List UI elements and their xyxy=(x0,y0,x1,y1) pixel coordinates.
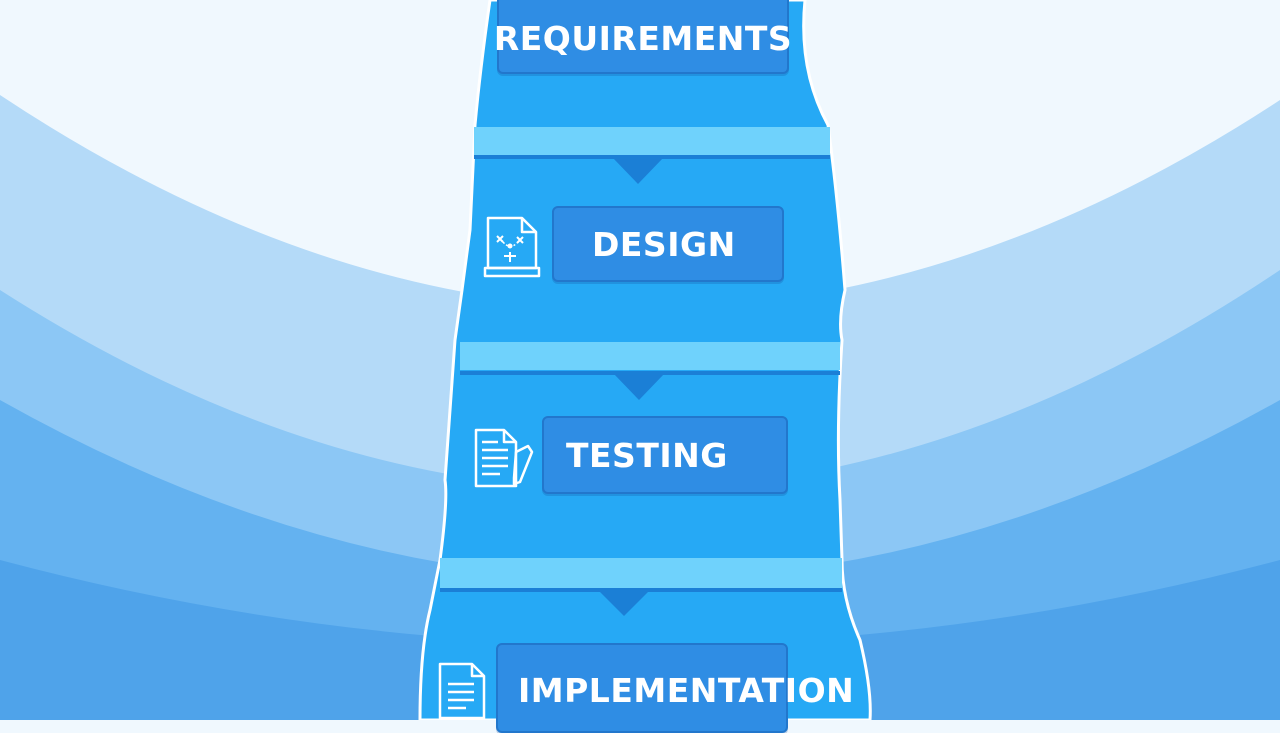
stage-label-text: IMPLEMENTATION xyxy=(518,671,855,710)
stage-label-testing: TESTING xyxy=(542,416,788,494)
stage-label-requirements: REQUIREMENTS xyxy=(493,0,793,74)
stage-label-text: DESIGN xyxy=(592,224,736,264)
stage-connector-2 xyxy=(460,342,840,400)
stage-label-text: REQUIREMENTS xyxy=(493,18,793,58)
stage-label-design: DESIGN xyxy=(552,206,784,282)
document-icon xyxy=(438,662,486,720)
stage-connector-3 xyxy=(440,558,842,616)
stage-label-implementation: IMPLEMENTATION xyxy=(496,643,854,733)
stage-label-text: TESTING xyxy=(566,435,728,475)
stage-connector-1 xyxy=(474,127,830,184)
background-wave-darkest xyxy=(0,560,1280,720)
checklist-document-icon xyxy=(474,428,534,488)
blueprint-document-icon xyxy=(483,216,541,278)
